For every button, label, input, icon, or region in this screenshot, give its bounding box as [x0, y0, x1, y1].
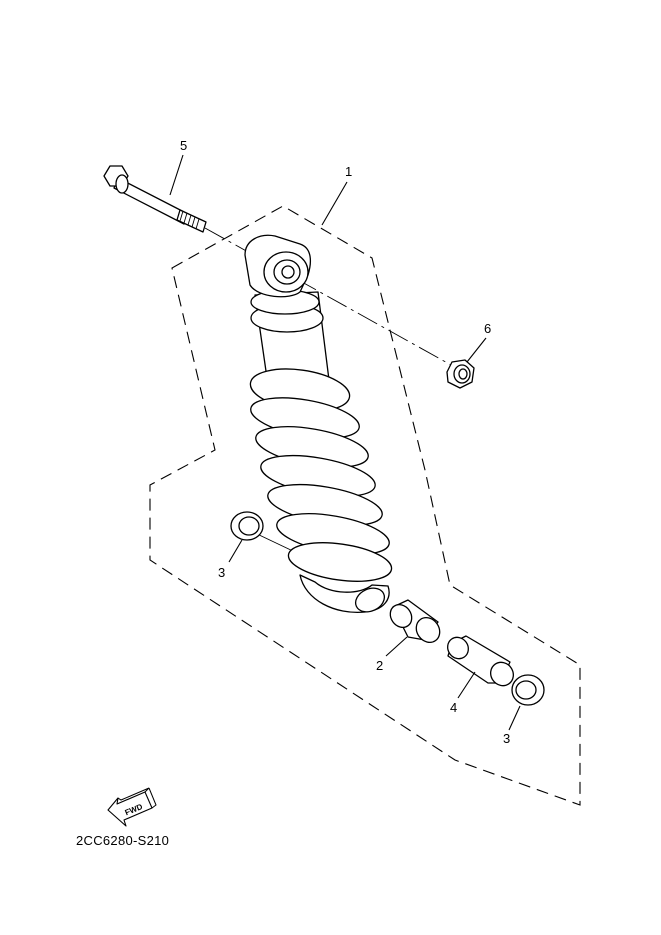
- nut-part: [446, 359, 475, 389]
- seal-part-left: [230, 511, 264, 541]
- shock-absorber: [244, 234, 393, 614]
- callout-5: 5: [180, 138, 187, 153]
- callout-3-left: 3: [218, 565, 225, 580]
- assembly-boundary: [149, 205, 581, 806]
- leader-3b: [508, 705, 521, 731]
- callout-3-right: 3: [503, 731, 510, 746]
- bolt-part: [103, 165, 207, 233]
- coil-spring: [249, 368, 393, 582]
- upper-eye-bore: [281, 265, 295, 279]
- lower-eye-bore: [354, 587, 386, 613]
- spacer-part: [447, 635, 514, 687]
- leader-4: [457, 671, 476, 699]
- bolt-centerline: [204, 227, 461, 371]
- callout-6: 6: [484, 321, 491, 336]
- leader-3a: [228, 539, 243, 563]
- callout-2: 2: [376, 658, 383, 673]
- fwd-arrow-icon: FWD: [107, 787, 157, 827]
- leader-5: [169, 154, 184, 196]
- collar-axis-line: [254, 532, 296, 553]
- seal-part-right: [511, 674, 545, 706]
- leader-2: [385, 636, 408, 657]
- collar-part: [389, 599, 441, 644]
- diagram-code: 2CC6280-S210: [76, 833, 169, 848]
- leader-1: [321, 181, 348, 226]
- callout-4: 4: [450, 700, 457, 715]
- callout-1: 1: [345, 164, 352, 179]
- leader-6: [466, 337, 487, 363]
